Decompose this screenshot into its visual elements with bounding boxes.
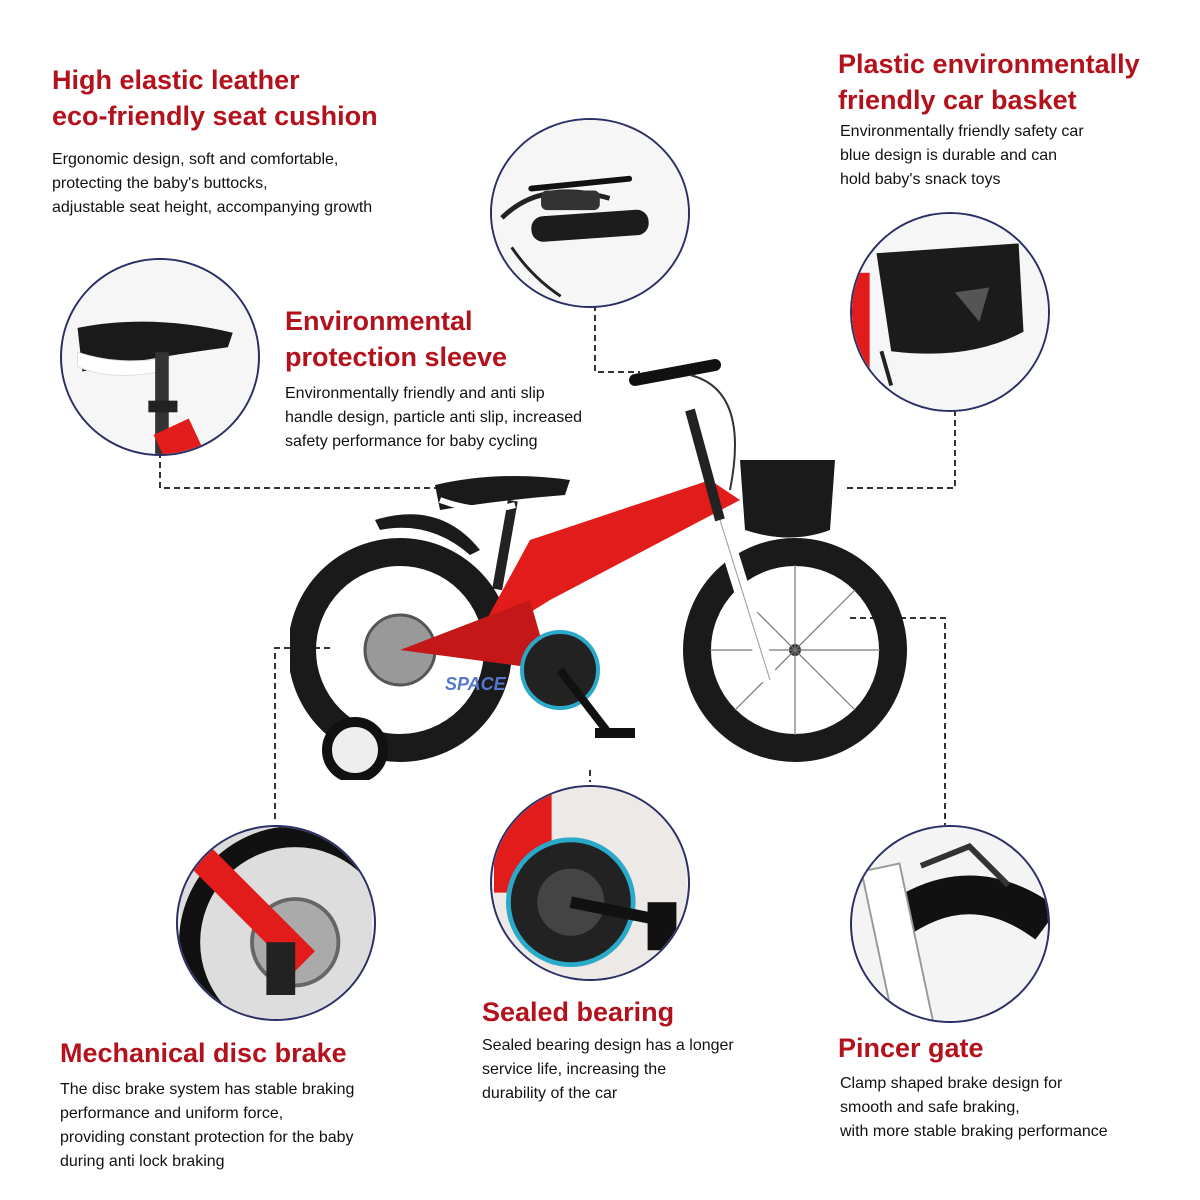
bearing-title: Sealed bearing [482,997,675,1027]
handlebar-detail-image [490,118,690,308]
seat-detail-image [60,258,260,456]
handlebar [629,359,721,386]
pincer-brake-detail-image [850,825,1050,1023]
training-wheel [322,717,388,780]
disc-brake-detail-image [176,825,376,1021]
stem [685,408,725,522]
basket [740,460,835,538]
rear-fender [375,514,480,555]
kids-bike-image: SPACE [290,359,907,780]
basket-detail-image [850,212,1050,412]
pincer-title: Pincer gate [838,1033,984,1063]
frame [470,480,740,650]
seat-description: Ergonomic design, soft and comfortable,p… [52,151,373,216]
frame-text: SPACE [445,674,507,694]
bearing-detail-image [490,785,690,981]
seat-post [492,499,518,591]
disc-brake-title: Mechanical disc brake [60,1038,347,1068]
disc-brake-description: The disc brake system has stable braking… [60,1081,355,1170]
front-wheel [683,538,907,762]
seat [435,476,570,510]
